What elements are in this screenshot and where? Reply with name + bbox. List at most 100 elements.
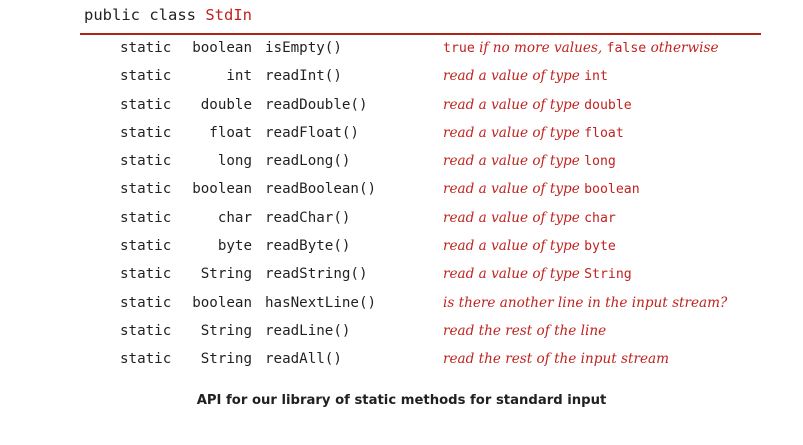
method-name[interactable]: readAll() xyxy=(265,351,342,368)
method-return-type: String xyxy=(200,322,252,339)
method-name[interactable]: readBoolean() xyxy=(265,181,377,198)
method-signature: static String readString() xyxy=(120,264,430,285)
method-description: read the rest of the line xyxy=(443,321,798,342)
description-text: if no more values, xyxy=(474,40,607,56)
description-text: read a value of type xyxy=(443,96,585,113)
method-row: static boolean hasNextLine() is there anoth… xyxy=(0,293,803,321)
description-code-term: char xyxy=(584,210,616,226)
method-return-type: byte xyxy=(217,238,252,255)
method-row: static String readAll() read the rest of th… xyxy=(0,349,803,377)
method-row: static long readLong() read a value of type… xyxy=(0,151,803,179)
method-description: read a value of type char xyxy=(443,208,798,229)
method-signature: static char readChar() xyxy=(120,208,430,229)
method-row: static boolean readBoolean() read a value o… xyxy=(0,179,803,207)
method-row: static String readLine() read the rest of t… xyxy=(0,321,803,349)
method-modifier: static xyxy=(120,68,172,85)
method-modifier: static xyxy=(120,153,172,170)
description-code-term: boolean xyxy=(584,182,640,198)
method-signature: static double readDouble() xyxy=(120,95,430,116)
description-code-term: long xyxy=(584,154,616,170)
method-name[interactable]: readString() xyxy=(265,266,368,283)
method-return-type: boolean xyxy=(192,40,252,56)
method-name[interactable]: readInt() xyxy=(265,68,342,85)
description-text: read a value of type xyxy=(443,266,585,283)
method-description: read a value of type double xyxy=(443,95,798,116)
method-modifier: static xyxy=(120,266,172,283)
method-return-type: float xyxy=(209,124,252,141)
description-code-term: double xyxy=(584,97,632,113)
method-return-type: double xyxy=(200,96,252,113)
method-description: read a value of type int xyxy=(443,66,798,87)
class-declaration: public class StdIn xyxy=(84,5,252,25)
description-code-term: byte xyxy=(584,239,616,255)
method-description: read a value of type long xyxy=(443,151,798,172)
method-signature: static String readAll() xyxy=(120,349,430,370)
method-row: static float readFloat() read a value of ty… xyxy=(0,123,803,151)
method-modifier: static xyxy=(120,238,172,255)
description-text: read a value of type xyxy=(443,68,585,85)
method-name[interactable]: readLong() xyxy=(265,153,351,170)
method-return-type: String xyxy=(200,266,252,283)
method-modifier: static xyxy=(120,294,172,311)
method-signature: static boolean readBoolean() xyxy=(120,179,430,200)
method-name[interactable]: readLine() xyxy=(265,322,351,339)
header-divider-rule xyxy=(80,33,761,35)
method-signature: static float readFloat() xyxy=(120,123,430,144)
method-description: read a value of type boolean xyxy=(443,179,798,200)
class-name-stdin: StdIn xyxy=(205,6,252,24)
method-return-type: String xyxy=(200,351,252,368)
description-text: read a value of type xyxy=(443,181,585,198)
description-code-term: String xyxy=(584,267,632,283)
description-text: otherwise xyxy=(646,40,719,56)
method-table: static boolean isEmpty() true if no more va… xyxy=(0,38,803,378)
method-modifier: static xyxy=(120,96,172,113)
method-modifier: static xyxy=(120,322,172,339)
method-description: read the rest of the input stream xyxy=(443,349,798,370)
description-code-term: int xyxy=(584,69,608,85)
description-text: read the rest of the input stream xyxy=(443,351,669,368)
method-modifier: static xyxy=(120,209,172,226)
description-text: read a value of type xyxy=(443,238,585,255)
method-signature: static long readLong() xyxy=(120,151,430,172)
method-name[interactable]: readByte() xyxy=(265,238,351,255)
description-code-term: true xyxy=(443,41,475,56)
method-return-type: char xyxy=(217,209,252,226)
method-description: true if no more values, false otherwise xyxy=(443,38,798,59)
method-name[interactable]: isEmpty() xyxy=(265,40,342,56)
method-name[interactable]: hasNextLine() xyxy=(265,294,377,311)
method-return-type: boolean xyxy=(192,294,252,311)
description-text: read a value of type xyxy=(443,153,585,170)
method-modifier: static xyxy=(120,351,172,368)
description-text: read the rest of the line xyxy=(443,322,607,339)
method-signature: static boolean isEmpty() xyxy=(120,38,430,59)
method-signature: static String readLine() xyxy=(120,321,430,342)
method-signature: static byte readByte() xyxy=(120,236,430,257)
method-modifier: static xyxy=(120,181,172,198)
method-modifier: static xyxy=(120,124,172,141)
method-signature: static boolean hasNextLine() xyxy=(120,293,430,314)
method-description: read a value of type String xyxy=(443,264,798,285)
method-name[interactable]: readFloat() xyxy=(265,124,359,141)
method-row: static double readDouble() read a value of … xyxy=(0,95,803,123)
description-text: is there another line in the input strea… xyxy=(443,294,728,311)
method-return-type: boolean xyxy=(192,181,252,198)
method-return-type: int xyxy=(226,68,252,85)
class-declaration-keywords: public class xyxy=(84,6,206,24)
method-name[interactable]: readChar() xyxy=(265,209,351,226)
description-code-term: float xyxy=(584,125,624,141)
method-row: static String readString() read a value of … xyxy=(0,264,803,292)
method-row: static byte readByte() read a value of type… xyxy=(0,236,803,264)
method-row: static char readChar() read a value of type… xyxy=(0,208,803,236)
method-row: static boolean isEmpty() true if no more va… xyxy=(0,38,803,66)
figure-caption: API for our library of static methods fo… xyxy=(196,393,607,408)
method-modifier: static xyxy=(120,40,172,56)
description-text: read a value of type xyxy=(443,209,585,226)
method-name[interactable]: readDouble() xyxy=(265,96,368,113)
method-signature: static int readInt() xyxy=(120,66,430,87)
method-description: read a value of type float xyxy=(443,123,798,144)
method-description: read a value of type byte xyxy=(443,236,798,257)
method-return-type: long xyxy=(217,153,252,170)
description-code-term: false xyxy=(606,41,647,56)
description-text: read a value of type xyxy=(443,124,585,141)
